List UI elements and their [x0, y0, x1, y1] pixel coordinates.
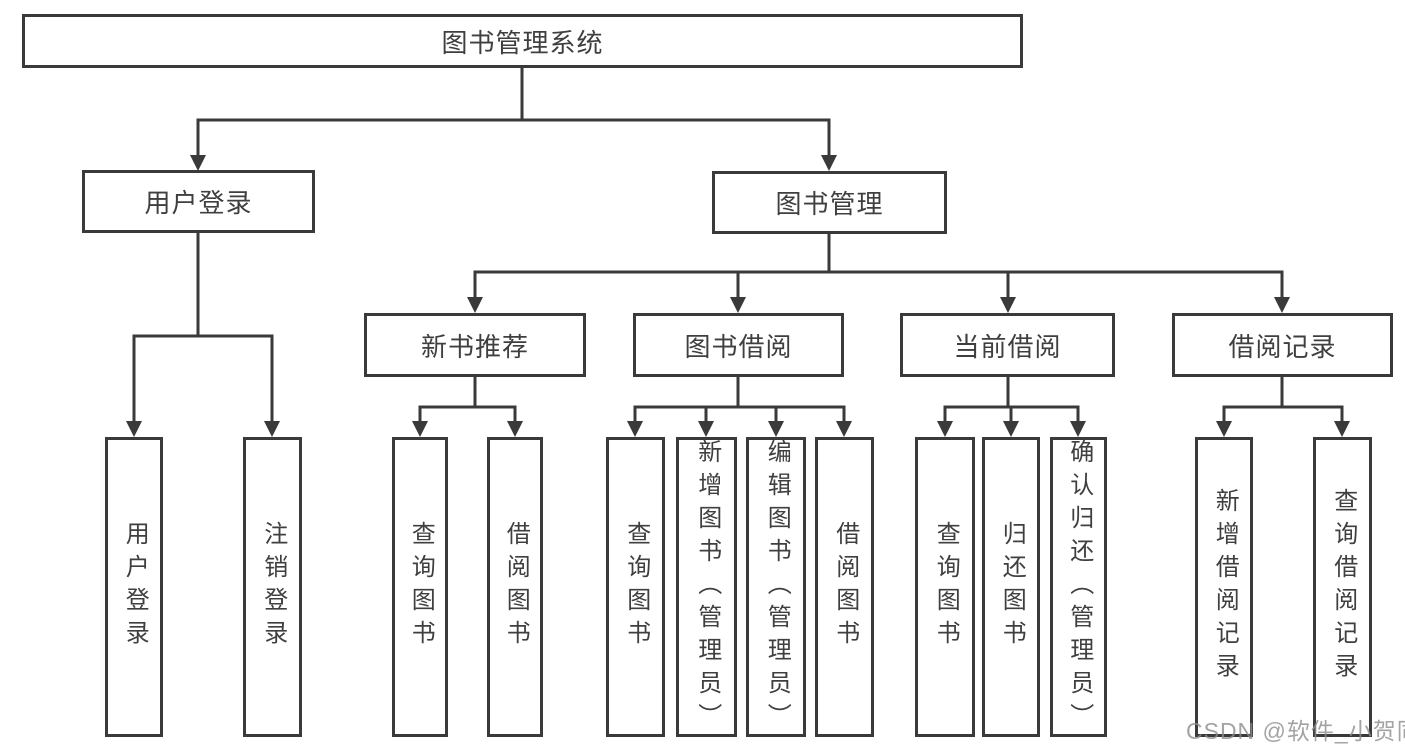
leaf-query-books-current: 查询图书 [915, 437, 975, 737]
leaf-borrow-books-recommend: 借阅图书 [487, 437, 543, 737]
leaf-add-books-admin-label: 新增图书（管理员） [693, 438, 721, 736]
node-new-book-recommend: 新书推荐 [364, 313, 586, 377]
node-borrow-records: 借阅记录 [1172, 313, 1393, 377]
leaf-borrow-books-label: 借阅图书 [831, 521, 859, 653]
leaf-borrow-books: 借阅图书 [815, 437, 874, 737]
leaf-logout-label: 注销登录 [259, 521, 287, 653]
leaf-confirm-return-admin: 确认归还（管理员） [1050, 437, 1107, 737]
leaf-query-books-recommend: 查询图书 [392, 437, 448, 737]
leaf-query-books-borrow-label: 查询图书 [622, 521, 650, 653]
node-current-borrow: 当前借阅 [900, 313, 1115, 377]
leaf-query-borrow-record-label: 查询借阅记录 [1329, 488, 1357, 686]
leaf-edit-books-admin-label: 编辑图书（管理员） [763, 438, 791, 736]
node-book-management: 图书管理 [712, 171, 947, 234]
leaf-user-login: 用户登录 [105, 437, 163, 737]
csdn-watermark: CSDN @软件_小贺同学 [1186, 718, 1405, 744]
leaf-query-borrow-record: 查询借阅记录 [1313, 437, 1372, 737]
leaf-return-books: 归还图书 [982, 437, 1040, 737]
leaf-user-login-label: 用户登录 [121, 521, 149, 653]
leaf-query-books-borrow: 查询图书 [606, 437, 665, 737]
leaf-add-borrow-record-label: 新增借阅记录 [1211, 488, 1239, 686]
leaf-logout: 注销登录 [243, 437, 302, 737]
arrowheads [126, 155, 1350, 437]
node-book-borrow: 图书借阅 [633, 313, 844, 377]
leaf-add-borrow-record: 新增借阅记录 [1195, 437, 1253, 737]
leaf-edit-books-admin: 编辑图书（管理员） [746, 437, 806, 737]
leaf-borrow-books-recommend-label: 借阅图书 [502, 521, 530, 653]
leaf-add-books-admin: 新增图书（管理员） [676, 437, 737, 737]
leaf-query-books-recommend-label: 查询图书 [407, 521, 435, 653]
node-user-login: 用户登录 [82, 170, 315, 233]
node-library-system: 图书管理系统 [22, 14, 1023, 68]
leaf-return-books-label: 归还图书 [998, 521, 1026, 653]
leaf-confirm-return-admin-label: 确认归还（管理员） [1065, 438, 1093, 736]
leaf-query-books-current-label: 查询图书 [932, 521, 960, 653]
